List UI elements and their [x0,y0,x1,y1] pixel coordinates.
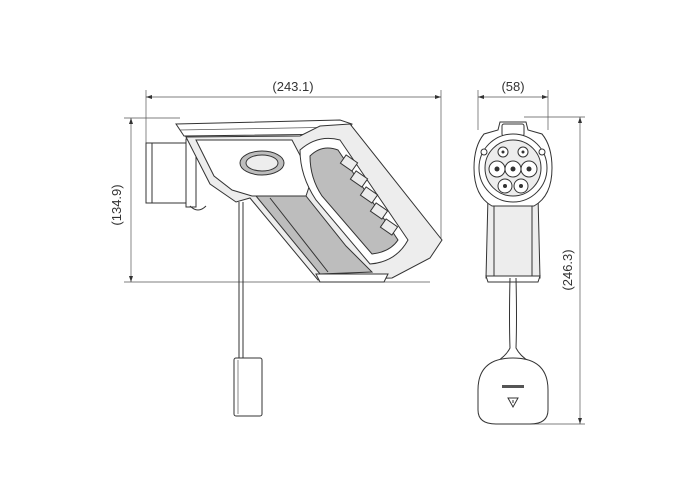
front-view: (58) (246.3) [473,79,585,425]
base-plate [315,273,389,283]
connector-nose [145,138,207,211]
front-cable [495,277,511,363]
handle-slot [309,147,399,255]
cable-and-tag [233,202,263,417]
front-width-label: (58) [501,79,524,94]
lower-grip [254,195,374,275]
front-height-dimension: (246.3) [524,116,585,425]
side-height-label: (134.9) [109,184,124,225]
warning-icon [507,397,519,409]
side-view: (243.1) (134.9) [109,79,443,417]
side-width-label: (243.1) [272,79,313,94]
connector-pins [480,146,546,194]
front-height-label: (246.3) [560,249,575,290]
grip-ribs [339,154,399,236]
front-width-dimension: (58) [477,79,549,130]
side-width-dimension: (243.1) [145,79,442,240]
front-tag [477,357,549,425]
